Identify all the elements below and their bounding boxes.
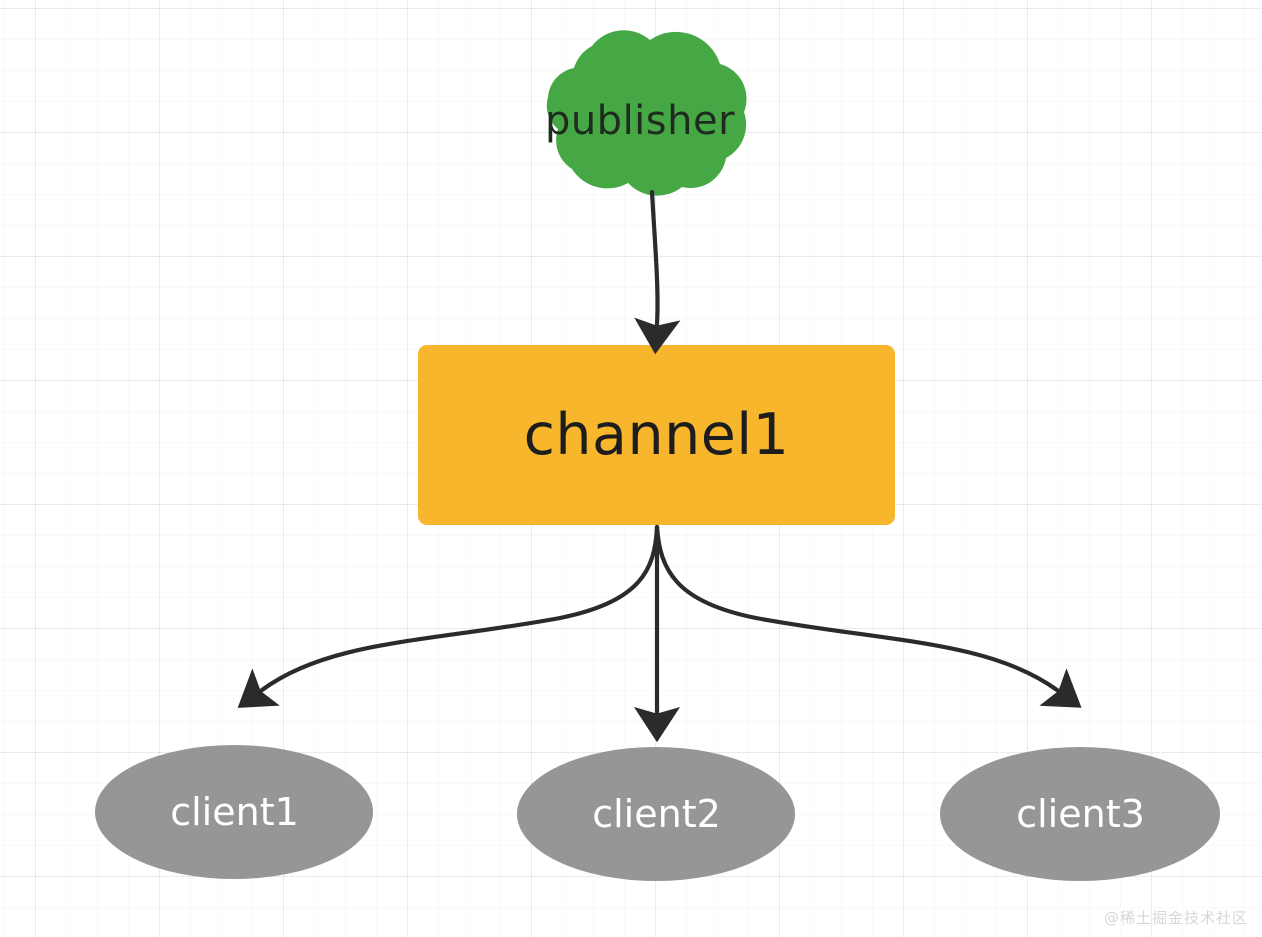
- publisher-cloud-shape: [546, 30, 747, 196]
- node-client2[interactable]: [517, 747, 795, 881]
- channel1-rect-shape: [418, 345, 895, 525]
- edge-channel1-client3: [654, 524, 1082, 708]
- node-publisher[interactable]: [546, 30, 747, 196]
- edge-publisher-channel1: [634, 189, 681, 355]
- watermark: @稀土掘金技术社区: [1103, 909, 1248, 927]
- client3-ellipse-shape: [940, 747, 1220, 881]
- node-client3[interactable]: [940, 747, 1220, 881]
- edge-channel1-client1: [237, 524, 660, 708]
- client2-ellipse-shape: [517, 747, 795, 881]
- node-channel1[interactable]: [418, 345, 895, 525]
- client1-ellipse-shape: [95, 745, 373, 879]
- node-client1[interactable]: [95, 745, 373, 879]
